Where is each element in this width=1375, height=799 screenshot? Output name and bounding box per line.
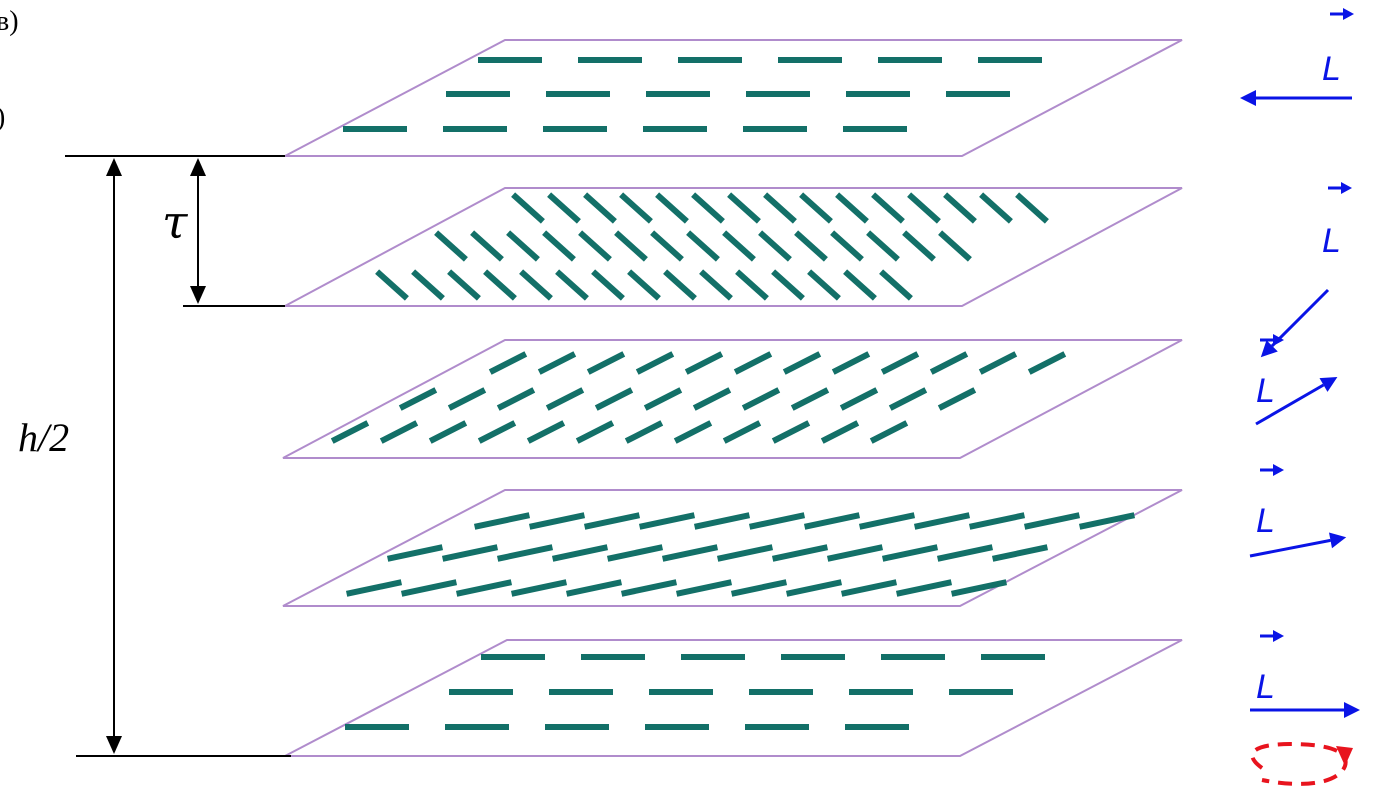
half-pitch-dimension [106,158,122,754]
l-vector-label: L [1322,222,1341,260]
l-vector-arrowhead [1240,90,1256,106]
l-vector-1: L [1240,8,1354,106]
l-vector-arrowhead [1344,702,1360,718]
fragment-top: в) [0,6,19,37]
layer-plane-2 [285,188,1182,306]
l-vector-arrowhead [1329,533,1346,549]
l-vector-label: L [1256,668,1275,706]
l-vector-2: L [1261,182,1352,357]
l-overarrow-head [1341,182,1352,194]
l-vector-4: L [1250,464,1346,556]
l-vector-label: L [1322,50,1341,88]
l-vectors: L L L L L [1240,8,1360,718]
rotation-loop-icon [1252,744,1353,784]
l-vector-shaft [1272,290,1328,346]
half-pitch-label: h/2 [18,415,69,460]
layer-spacing-dimension [190,158,206,304]
l-overarrow-head [1273,464,1284,476]
l-overarrow-head [1273,630,1284,642]
l-vector-label: L [1256,372,1275,410]
l-vector-5: L [1250,630,1360,718]
l-vector-label: L [1256,502,1275,540]
l-overarrow-head [1343,8,1354,20]
tau-label: τ [162,195,189,249]
fragment-second: ) [0,102,5,133]
l-vector-shaft [1250,540,1331,556]
